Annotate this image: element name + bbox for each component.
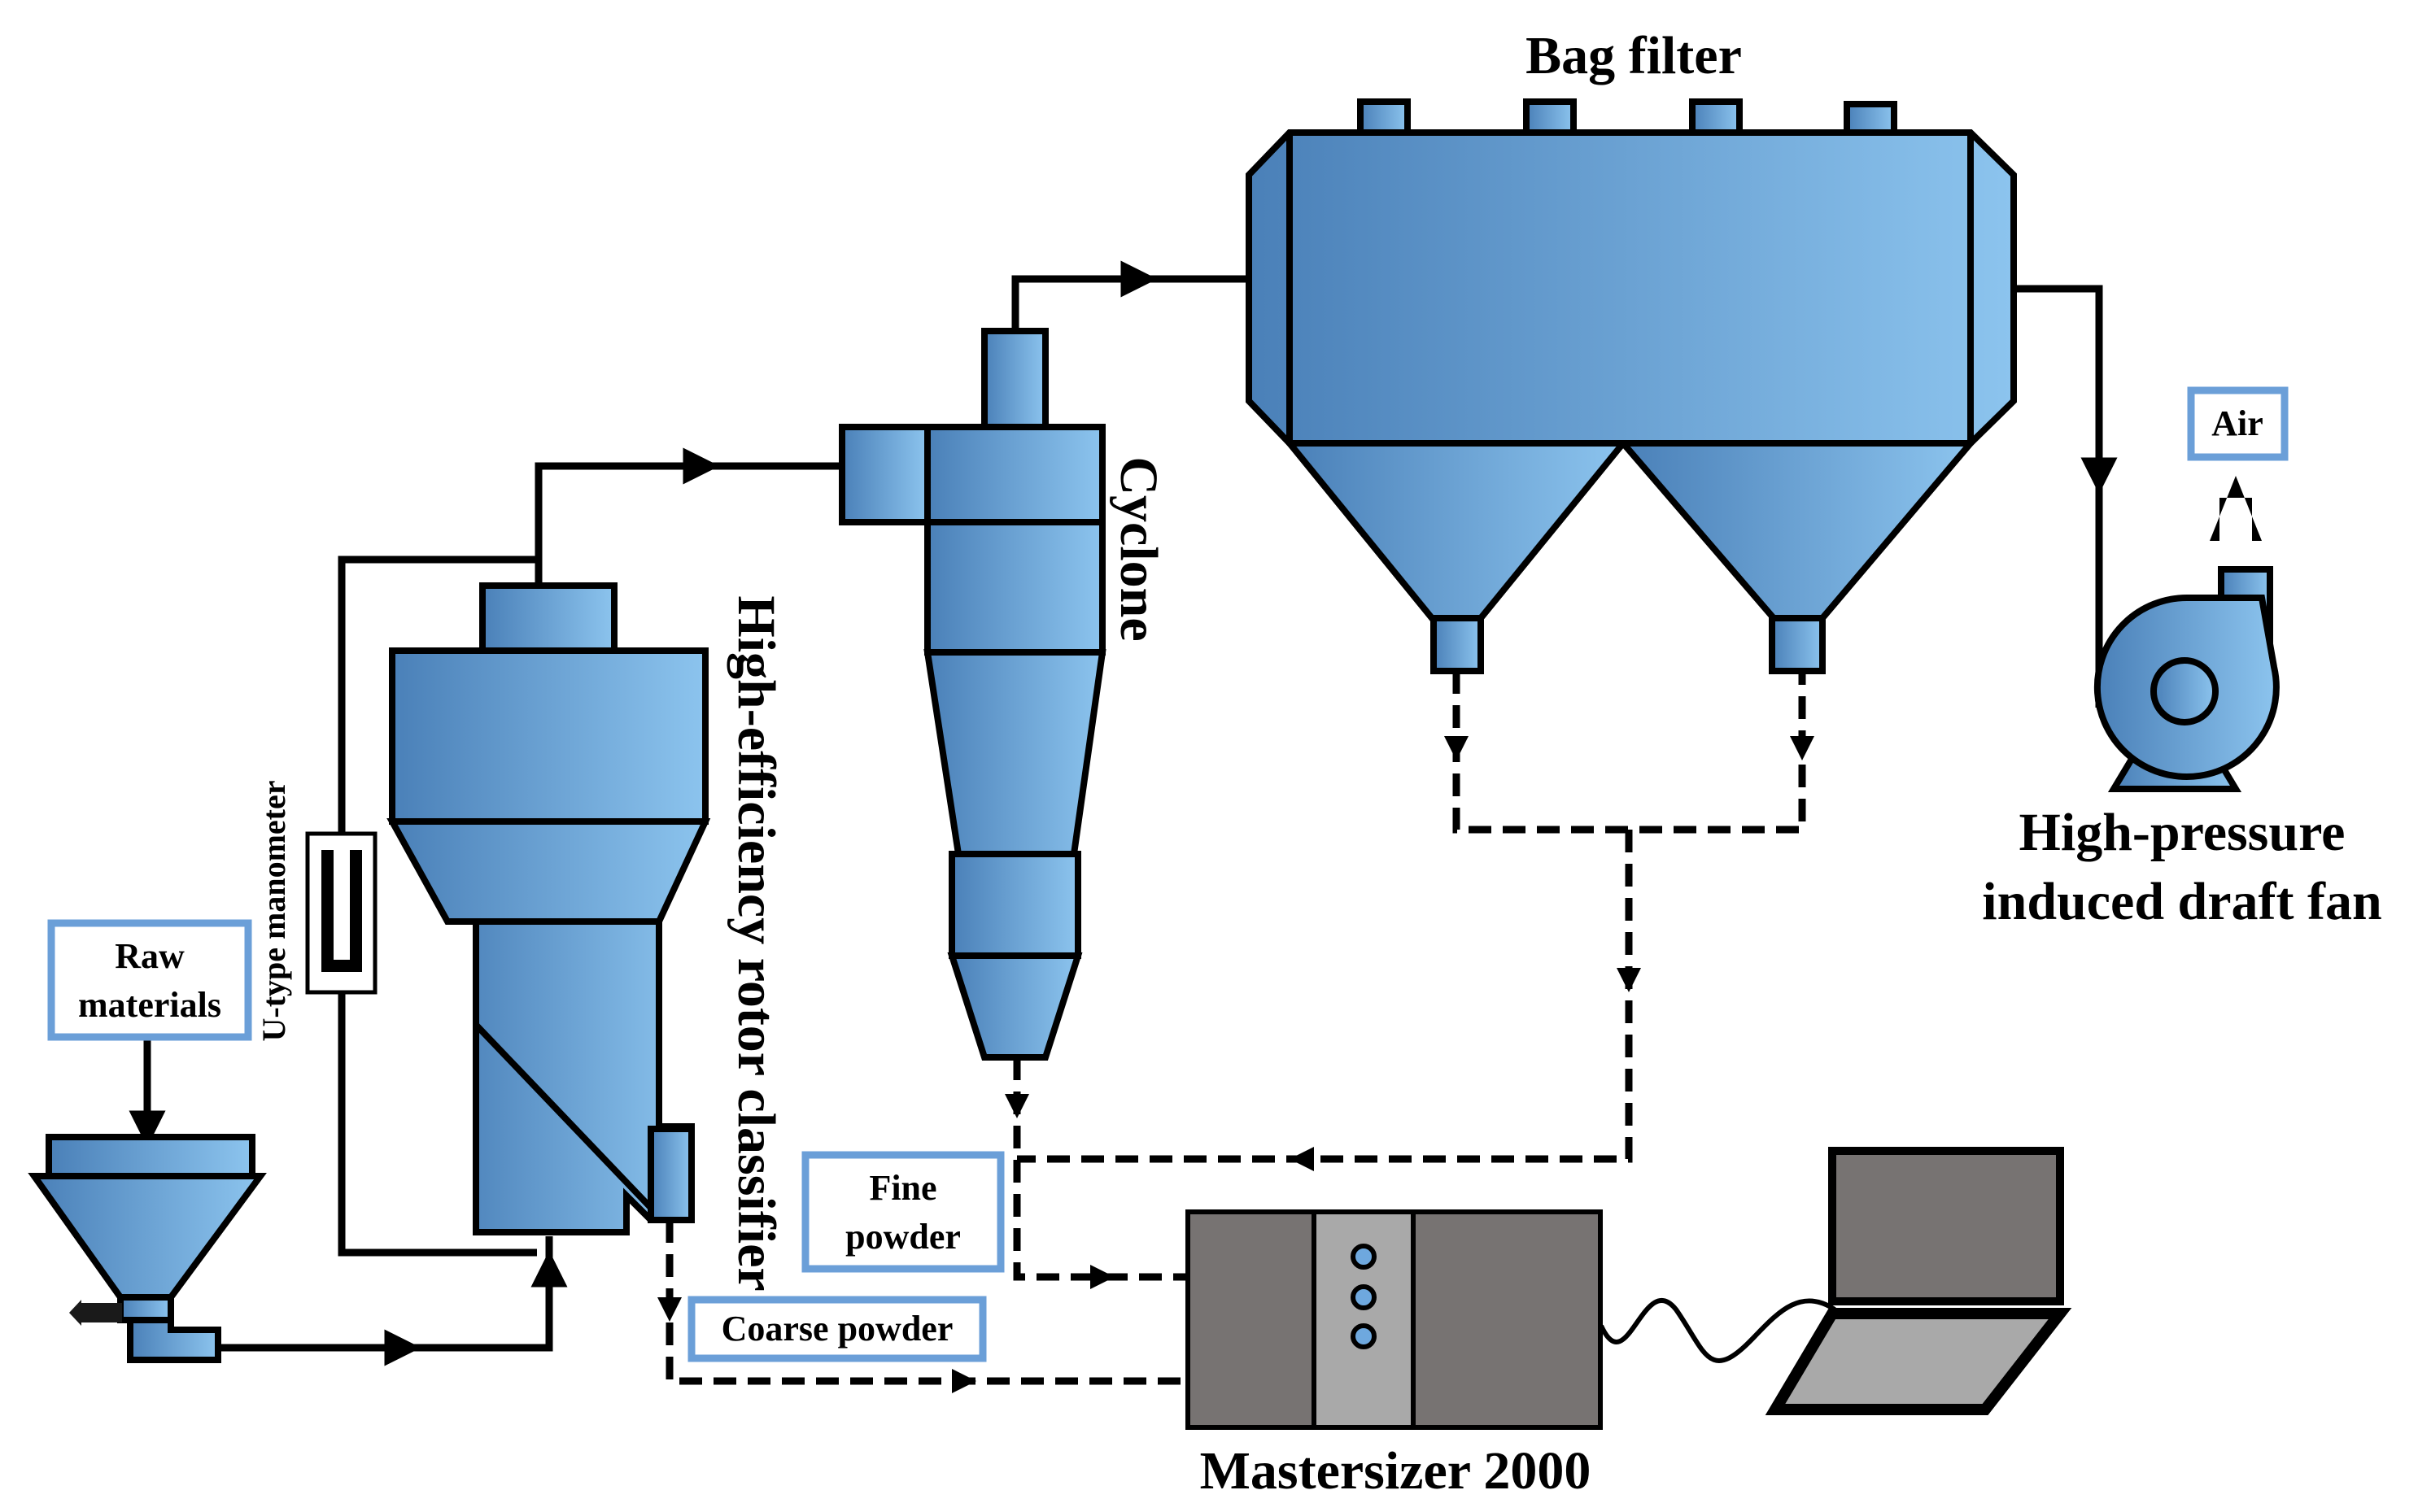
bag-filter-hopper-1: [1282, 440, 1630, 621]
analyzer-indicator-2: [1351, 1284, 1377, 1310]
rotor-classifier: [386, 582, 711, 1235]
label-boxes: [47, 386, 2289, 1362]
arrow-cyclone-out: [1005, 1094, 1029, 1118]
mastersizer-analyzer: [1185, 1209, 1603, 1430]
coarse-powder-line: [666, 1220, 1188, 1385]
hopper-neck: [117, 1294, 174, 1323]
arrow-coarse-down: [657, 1297, 682, 1322]
bag-filter-outlet-2: [1769, 615, 1826, 674]
cyclone-lower-section: [949, 851, 1081, 959]
bag-filter-outlet-1: [1430, 615, 1484, 674]
hopper-cone: [28, 1173, 267, 1301]
sample-arrows: [657, 476, 2262, 1393]
fine-powder-box: [801, 1151, 1005, 1273]
manometer-label: U-type manometer: [255, 781, 292, 1042]
diagram-labels: Bag filter Raw materials Fine powder Coa…: [78, 26, 2382, 1501]
air-box: [2187, 386, 2289, 461]
bag-hopper1-sample-line: [1452, 671, 1806, 834]
classifier-to-cyclone-line: [535, 462, 842, 586]
coarse-powder-box: [687, 1296, 987, 1362]
fine-powder-label-2: powder: [845, 1217, 961, 1257]
analyzer-left-panel: [1185, 1209, 1316, 1430]
classifier-cone: [386, 818, 711, 925]
cyclone-upper-body: [924, 424, 1106, 525]
bag-filter-body: [1246, 129, 2017, 447]
raw-materials-label-2: materials: [78, 985, 221, 1025]
data-cable: [1599, 1298, 1836, 1363]
fan-label-1: High-pressure: [2019, 803, 2346, 862]
bag-filter-hopper-2: [1616, 440, 1978, 621]
fan-label-2: induced draft fan: [1982, 872, 2381, 931]
laptop-keyboard: [1765, 1308, 2072, 1415]
cyclone: [839, 328, 1106, 1061]
arrow-bag-down: [1617, 968, 1641, 992]
cyclone-inlet: [839, 424, 931, 525]
mastersizer-label: Mastersizer 2000: [1200, 1441, 1591, 1501]
coarse-powder-label: Coarse powder: [722, 1309, 954, 1349]
bag-filter-label: Bag filter: [1525, 26, 1742, 85]
fine-powder-line: [1013, 1057, 1188, 1281]
fine-powder-label-1: Fine: [869, 1168, 936, 1208]
arrow-bag-2: [1790, 736, 1814, 760]
analyzer-indicator-3: [1351, 1323, 1377, 1349]
arrow-fine: [1090, 1265, 1115, 1289]
hopper-top: [46, 1134, 255, 1179]
cyclone-label: Cyclone: [1109, 456, 1168, 641]
arrow-to-cyclone-bottom: [1290, 1147, 1314, 1171]
induced-draft-fan: [2093, 566, 2280, 792]
analyzer-right-panel: [1411, 1209, 1603, 1430]
classifier-label: High-efficiency rotor classifier: [727, 595, 786, 1291]
fan-hub: [2150, 657, 2219, 725]
raw-materials-label-1: Raw: [115, 936, 185, 976]
air-arrow: [2210, 476, 2262, 541]
cyclone-mid-body: [924, 519, 1106, 656]
bagfilter-to-fan-line: [2014, 285, 2103, 708]
feed-hopper: [28, 1134, 267, 1363]
cyclone-bottom-cone: [947, 952, 1083, 1061]
raw-materials-box: [47, 919, 252, 1041]
process-lines: [129, 260, 2118, 1366]
bag-filter: [1246, 98, 2017, 674]
classifier-top: [479, 582, 618, 654]
hopper-screw-icon: [69, 1300, 122, 1326]
laptop-icon: [1765, 1147, 2072, 1415]
arrow-bag-1: [1444, 736, 1469, 760]
classifier-coarse-outlet: [648, 1126, 695, 1223]
air-label: Air: [2211, 403, 2263, 443]
hopper-outlet: [127, 1317, 221, 1363]
bag-to-analyzer-line: [1017, 830, 1633, 1163]
cyclone-to-bagfilter-line: [1011, 275, 1249, 331]
classifier-upper-body: [389, 647, 709, 825]
cyclone-cone: [923, 649, 1106, 857]
analyzer-indicator-1: [1351, 1244, 1377, 1270]
u-type-manometer: [305, 831, 378, 995]
arrow-coarse-right: [952, 1369, 976, 1393]
laptop-screen: [1828, 1147, 2064, 1305]
cyclone-outlet-pipe: [981, 328, 1049, 430]
